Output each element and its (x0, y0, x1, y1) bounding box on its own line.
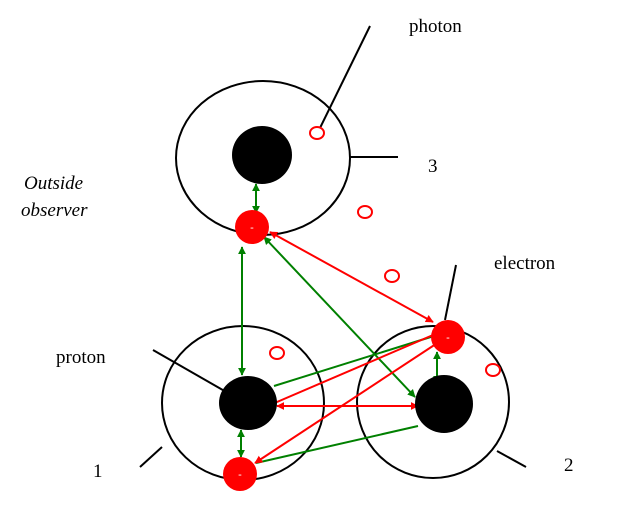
electron-2 (431, 320, 465, 354)
proton-leader-line (152, 349, 229, 394)
atom-2-leader-line (496, 450, 527, 468)
electron-3-charge: - (250, 222, 254, 234)
photon-1 (309, 126, 325, 140)
proton-2 (415, 375, 473, 433)
proton-label: proton (56, 347, 106, 368)
red-arrow-e2-e1 (254, 337, 446, 464)
atom-1-label: 1 (93, 461, 103, 482)
photon-leader-line (319, 25, 371, 129)
photon-3 (384, 269, 400, 283)
atom-2-label: 2 (564, 455, 574, 476)
electron-2-charge: - (446, 332, 450, 344)
proton-1 (219, 376, 277, 430)
red-line-e2-p1 (269, 331, 441, 406)
photon-5 (485, 363, 501, 377)
electron-leader-line (444, 264, 457, 321)
green-arrow-e1-p2 (255, 425, 419, 464)
electron-label: electron (494, 253, 556, 274)
electron-1-charge: - (238, 469, 242, 481)
electron-3 (235, 210, 269, 244)
outside-observer-label-line2: observer (21, 200, 88, 221)
photon-label: photon (409, 16, 462, 37)
atom-1-leader-line (139, 446, 163, 468)
electron-1 (223, 457, 257, 491)
atom-3-label: 3 (428, 156, 438, 177)
outside-observer-label-line1: Outside (24, 173, 84, 194)
proton-3 (232, 126, 292, 184)
red-arrow-e3-e2 (269, 231, 434, 323)
photon-4 (269, 346, 285, 360)
photon-2 (357, 205, 373, 219)
